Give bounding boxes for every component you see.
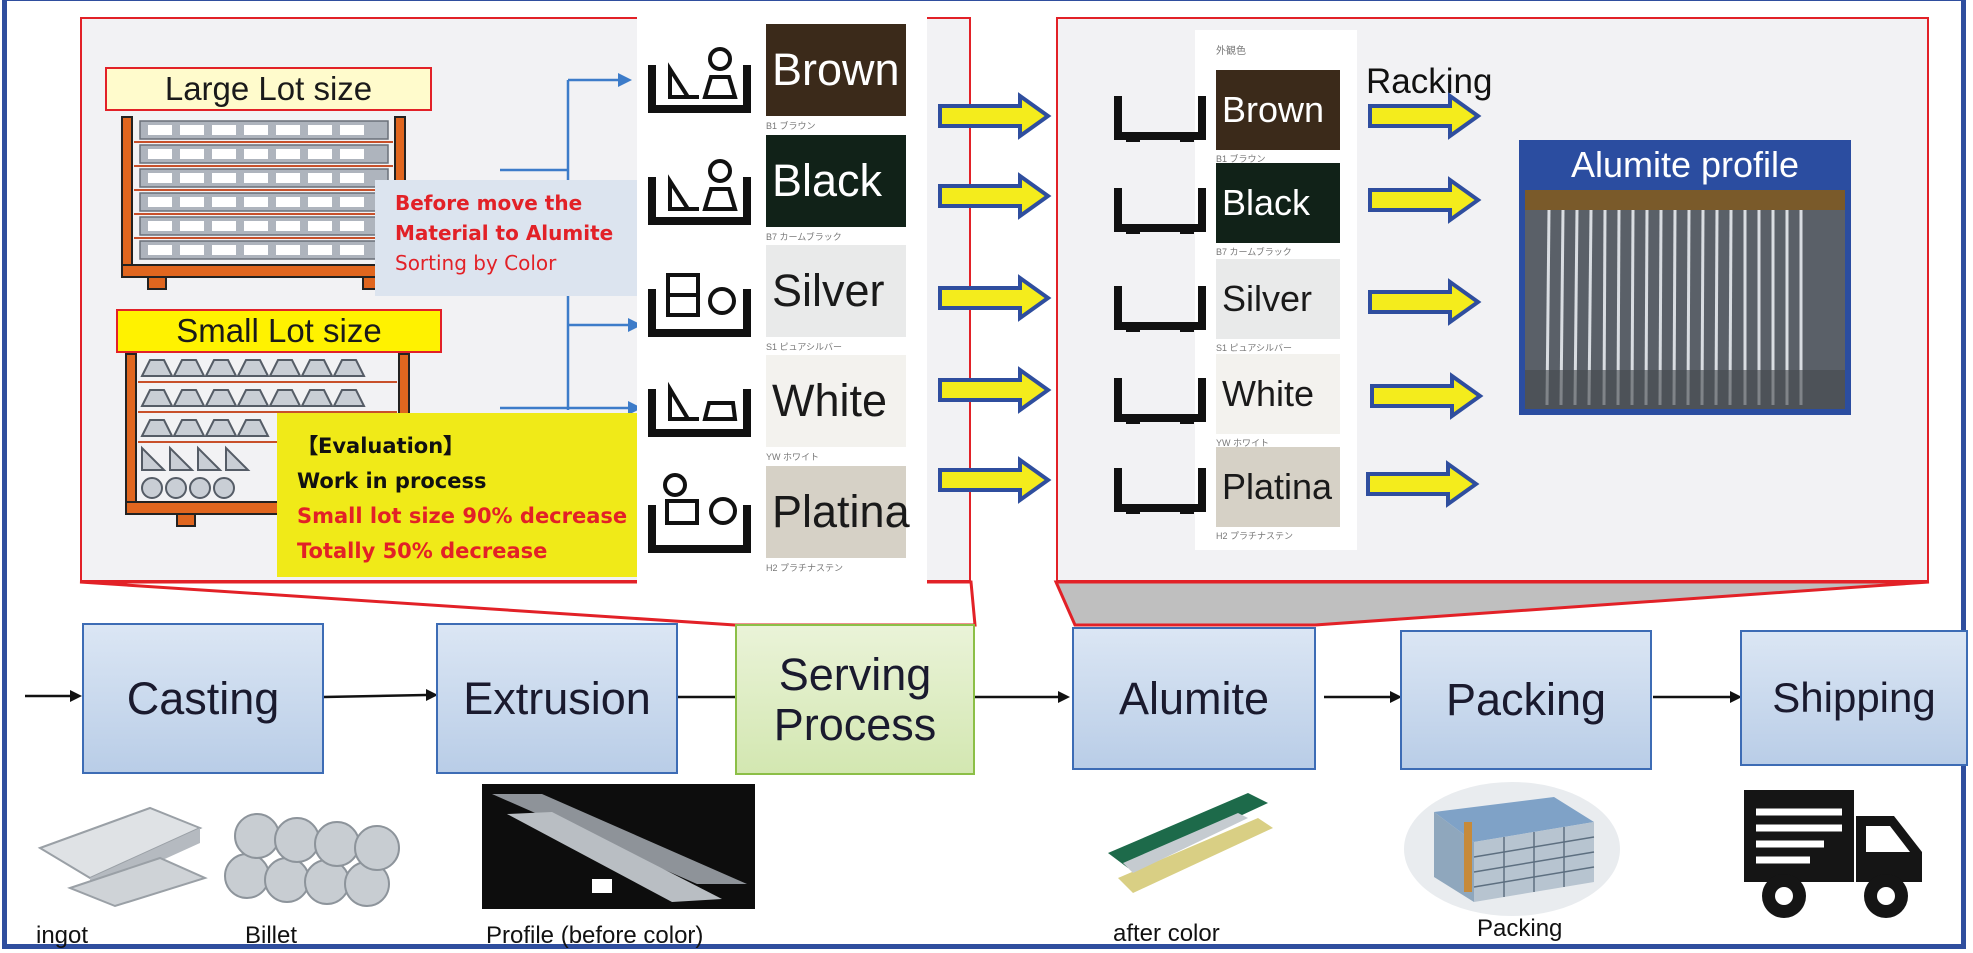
arrow-silver-right [1368,278,1482,326]
caption-ingot: ingot [36,922,89,949]
billet-image [222,788,407,913]
right-swatch-white-code: YW ホワイト [1216,438,1269,448]
left-swatch-white-code: YW ホワイト [766,452,819,462]
arrow-brown-right [1368,92,1482,140]
right-swatch-silver: Silver [1216,259,1340,339]
arrow-brown-left [938,92,1052,140]
left-swatch-black-code: B7 カームブラック [766,232,842,242]
arrow-black-left [938,172,1052,220]
right-swatch-silver-label: Silver [1222,278,1313,319]
serving-line2: Process [773,698,937,750]
left-swatch-silver: Silver [766,245,906,337]
left-swatch-black: Black [766,135,906,227]
left-swatch-silver-label: Silver [772,265,885,316]
sorting-note-line1: Before move the [395,191,583,215]
ingot-image [30,788,210,908]
arrow-white-right [1370,372,1484,420]
right-swatch-black: Black [1216,163,1340,243]
small-lot-rack-icon [125,353,410,527]
right-zoom-connector [1053,580,1930,627]
sorting-note-line3: Sorting by Color [395,251,557,275]
process-alumite: Alumite [1072,627,1316,770]
sorting-note-line2: Material to Alumite [395,221,614,245]
left-swatch-silver-code: S1 ピュアシルバー [766,342,842,352]
evaluation-line1: Work in process [297,469,487,493]
right-swatch-platina: Platina [1216,447,1340,527]
alumite-profile-title: Alumite profile [1519,140,1851,190]
left-swatch-black-label: Black [772,155,883,206]
left-swatch-white-label: White [772,375,888,426]
right-swatch-platina-code: H2 プラチナステン [1216,531,1294,541]
arrow-platina-right [1366,460,1480,508]
process-serving: Serving Process [735,624,975,775]
right-swatch-brown: Brown [1216,70,1340,150]
process-casting: Casting [82,623,324,774]
sorting-note: Before move the Material to Alumite Sort… [375,180,647,296]
after-color-image [1098,783,1286,908]
sorted-bin-icons-overlay [648,47,751,553]
right-swatch-white-label: White [1222,373,1315,414]
alumite-profile-photo [1519,190,1851,415]
left-swatch-platina-code: H2 プラチナステン [766,563,844,573]
arrow-platina-left [938,456,1052,504]
packing-image [1404,782,1620,916]
caption-profile: Profile (before color) [486,922,704,949]
shipping-truck-icon [1734,780,1930,928]
process-extrusion: Extrusion [436,623,678,774]
empty-bin-icons [1114,96,1206,514]
right-swatch-silver-code: S1 ピュアシルバー [1216,343,1292,353]
caption-packing: Packing [1477,915,1563,942]
evaluation-title: 【Evaluation】 [297,434,465,458]
right-swatch-platina-label: Platina [1222,466,1333,507]
arrow-silver-left [938,274,1052,322]
serving-line1: Serving [778,648,932,700]
caption-billet: Billet [245,922,298,949]
evaluation-line2: Small lot size 90% decrease [297,504,628,528]
swatch-header: 外観色 [1216,46,1246,57]
left-swatch-white: White [766,355,906,447]
right-swatch-white: White [1216,354,1340,434]
large-lot-label: Large Lot size [105,67,432,111]
left-swatch-brown: Brown [766,24,906,116]
left-swatch-platina-label: Platina [772,486,910,537]
small-lot-label: Small Lot size [116,309,442,353]
left-swatch-platina: Platina [766,466,910,558]
process-shipping: Shipping [1740,630,1968,766]
right-swatch-brown-label: Brown [1222,89,1325,130]
evaluation-line3: Totally 50% decrease [297,539,548,563]
right-swatch-black-label: Black [1222,182,1311,223]
evaluation-box: 【Evaluation】 Work in process Small lot s… [277,413,669,577]
arrow-black-right [1368,176,1482,224]
right-swatch-brown-code: B1 ブラウン [1216,154,1266,164]
profile-before-color-image [482,784,755,909]
caption-after-color: after color [1113,920,1220,947]
racking-label: Racking [1366,62,1493,101]
left-swatch-brown-label: Brown [772,44,900,95]
left-swatch-brown-code: B1 ブラウン [766,121,816,131]
right-swatch-black-code: B7 カームブラック [1216,247,1292,257]
large-lot-rack-icon [121,116,406,290]
process-packing: Packing [1400,630,1652,770]
arrow-white-left [938,366,1052,414]
